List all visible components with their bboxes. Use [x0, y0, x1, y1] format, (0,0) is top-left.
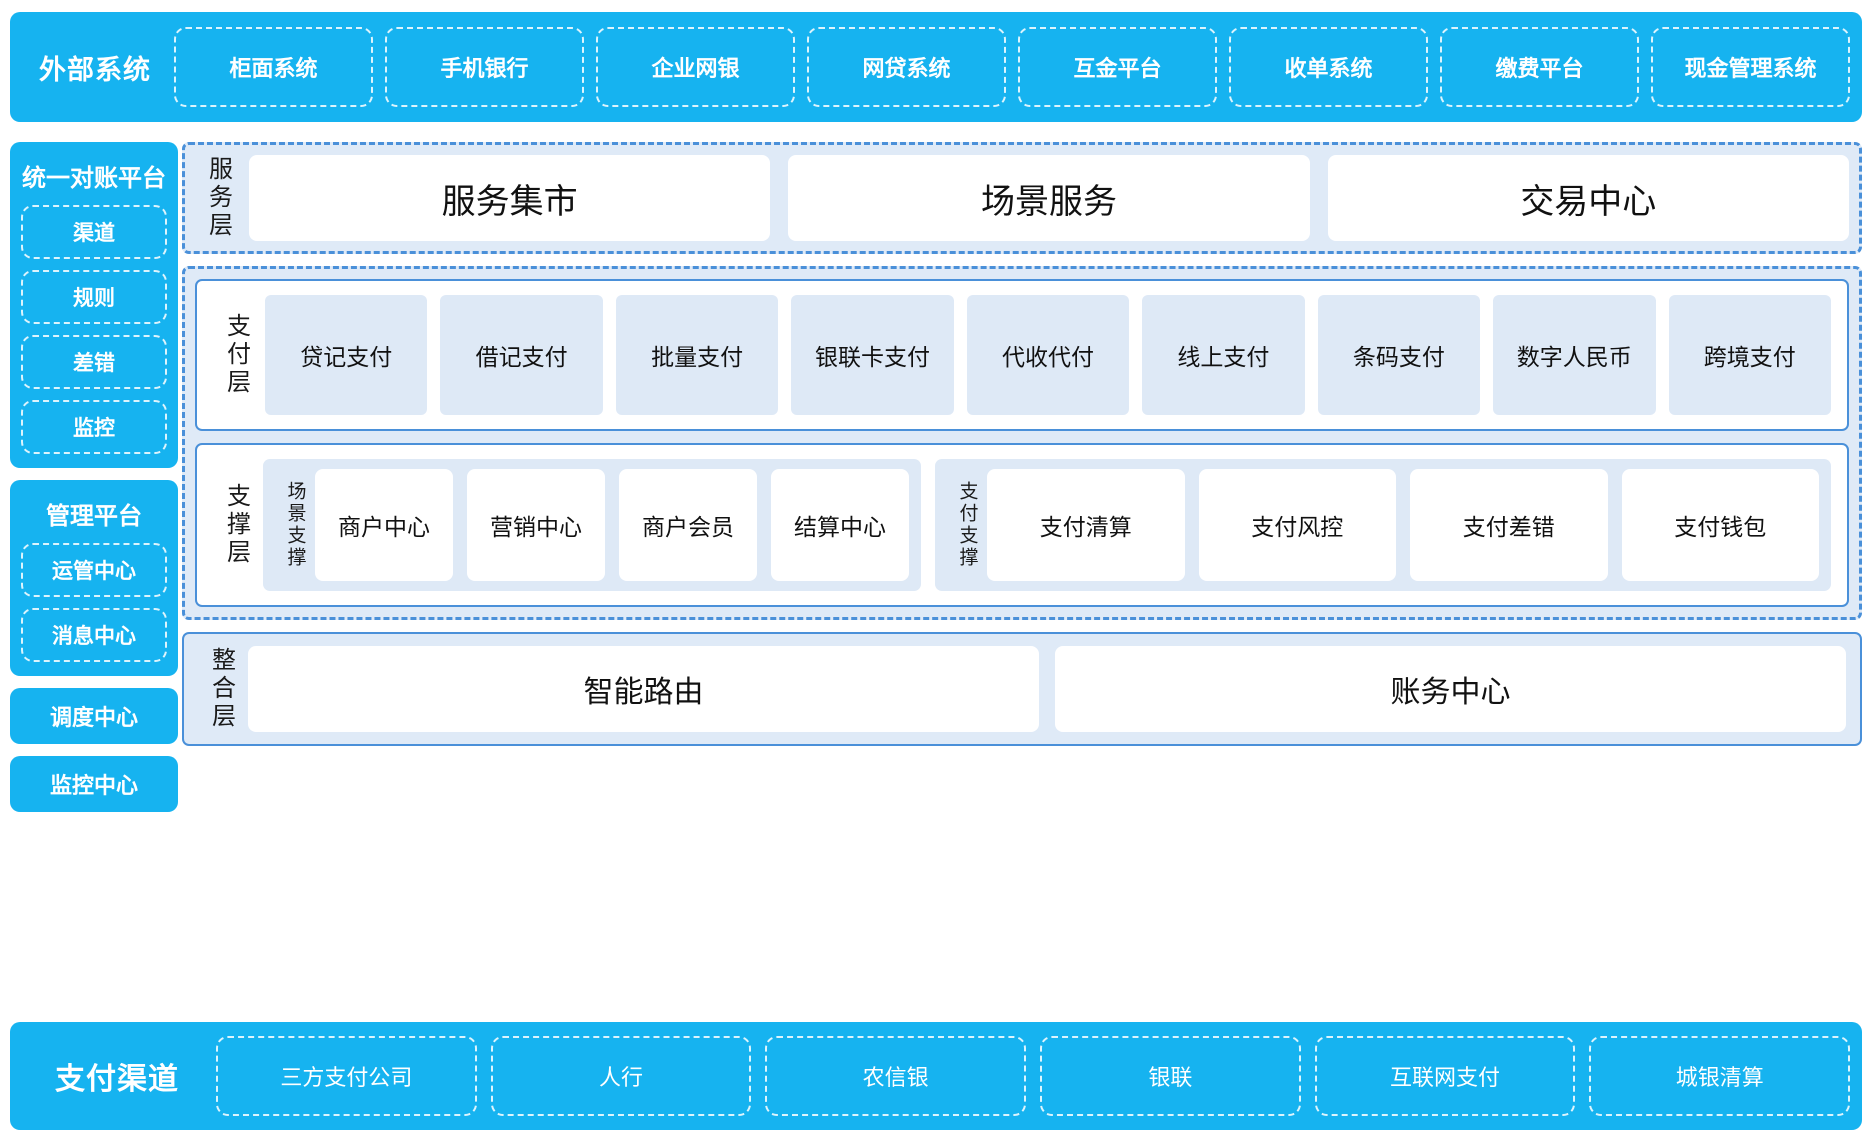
panel-title: 管理平台 [46, 503, 142, 530]
payment-layer-box: 支付层 贷记支付 借记支付 批量支付 银联卡支付 代收代付 线上支付 条码支付 … [195, 279, 1849, 431]
support-layer-label: 支撑层 [222, 483, 250, 567]
panel-management: 管理平台 运管中心 消息中心 [10, 480, 178, 676]
payment-tile-cross-border[interactable]: 跨境支付 [1668, 295, 1831, 415]
payment-tile-batch[interactable]: 批量支付 [615, 295, 779, 415]
integration-layer-label: 整合层 [207, 647, 235, 731]
sidebar-item-message-center[interactable]: 消息中心 [21, 608, 167, 662]
scene-support-label: 场景支撑 [284, 481, 306, 569]
service-card-market[interactable]: 服务集市 [249, 155, 771, 241]
service-card-transaction[interactable]: 交易中心 [1327, 155, 1849, 241]
payment-support-block: 支付支撑 支付清算 支付风控 支付差错 支付钱包 [935, 459, 1831, 591]
sidebar-item-monitoring-center[interactable]: 监控中心 [10, 756, 178, 812]
payment-layer-tiles: 贷记支付 借记支付 批量支付 银联卡支付 代收代付 线上支付 条码支付 数字人民… [265, 295, 1831, 415]
external-systems-title: 外部系统 [39, 54, 151, 85]
support-card-payment-error[interactable]: 支付差错 [1410, 469, 1608, 581]
sidebar-item-rule[interactable]: 规则 [21, 270, 167, 324]
external-systems-bar: 外部系统 柜面系统 手机银行 企业网银 网贷系统 互金平台 收单系统 缴费平台 … [10, 12, 1862, 122]
external-system-item[interactable]: 柜面系统 [174, 27, 373, 107]
platform-layers: 服务层 服务集市 场景服务 交易中心 支付层 贷记支付 借记支付 批量支付 [182, 142, 1862, 746]
support-card-merchant-member[interactable]: 商户会员 [619, 469, 757, 581]
support-card-settlement-center[interactable]: 结算中心 [771, 469, 909, 581]
payment-tile-online[interactable]: 线上支付 [1142, 295, 1305, 415]
scene-support-block: 场景支撑 商户中心 营销中心 商户会员 结算中心 [263, 459, 921, 591]
payment-channels-bar: 支付渠道 三方支付公司 人行 农信银 银联 互联网支付 城银清算 [10, 1022, 1862, 1130]
service-layer-group: 服务层 服务集市 场景服务 交易中心 [182, 142, 1862, 254]
external-system-item[interactable]: 网贷系统 [807, 27, 1006, 107]
payment-layer-label: 支付层 [222, 313, 250, 397]
left-platform-column: 统一对账平台 渠道 规则 差错 监控 管理平台 运管中心 消息中心 调度中心 监… [10, 142, 178, 824]
sidebar-item-operations-center[interactable]: 运管中心 [21, 543, 167, 597]
support-card-payment-clearing[interactable]: 支付清算 [987, 469, 1185, 581]
payment-tile-collection-payment[interactable]: 代收代付 [966, 295, 1130, 415]
payment-support-cards: 支付清算 支付风控 支付差错 支付钱包 [987, 469, 1819, 581]
external-system-item[interactable]: 缴费平台 [1440, 27, 1639, 107]
payment-tile-digital-rmb[interactable]: 数字人民币 [1493, 295, 1656, 415]
payment-tile-unionpay-card[interactable]: 银联卡支付 [791, 295, 954, 415]
integration-layer-row: 整合层 智能路由 账务中心 [198, 646, 1846, 732]
support-layer-box: 支撑层 场景支撑 商户中心 营销中心 商户会员 结算中心 [195, 443, 1849, 607]
channel-item-internet-payment[interactable]: 互联网支付 [1314, 1036, 1576, 1116]
support-card-payment-risk[interactable]: 支付风控 [1198, 469, 1396, 581]
external-system-item[interactable]: 互金平台 [1018, 27, 1217, 107]
external-system-item[interactable]: 收单系统 [1229, 27, 1428, 107]
panel-title: 统一对账平台 [22, 165, 166, 192]
integration-layer-cards: 智能路由 账务中心 [248, 646, 1846, 732]
payment-tile-barcode[interactable]: 条码支付 [1317, 295, 1481, 415]
service-card-scenario[interactable]: 场景服务 [788, 155, 1310, 241]
service-layer-row: 服务层 服务集市 场景服务 交易中心 [195, 155, 1849, 241]
panel-unified-reconciliation: 统一对账平台 渠道 规则 差错 监控 [10, 142, 178, 468]
payment-channels-list: 三方支付公司 人行 农信银 银联 互联网支付 城银清算 [216, 1036, 1851, 1116]
service-layer-cards: 服务集市 场景服务 交易中心 [249, 155, 1849, 241]
sidebar-item-scheduling-center[interactable]: 调度中心 [10, 688, 178, 744]
integration-layer-group: 整合层 智能路由 账务中心 [182, 632, 1862, 746]
support-layer-row: 支撑层 场景支撑 商户中心 营销中心 商户会员 结算中心 [213, 459, 1831, 591]
external-system-item[interactable]: 企业网银 [596, 27, 795, 107]
scene-support-cards: 商户中心 营销中心 商户会员 结算中心 [315, 469, 909, 581]
payment-tile-debit[interactable]: 借记支付 [440, 295, 603, 415]
sidebar-item-error[interactable]: 差错 [21, 335, 167, 389]
support-card-merchant-center[interactable]: 商户中心 [315, 469, 453, 581]
channel-item-unionpay[interactable]: 银联 [1040, 1036, 1301, 1116]
integration-card-accounting-center[interactable]: 账务中心 [1055, 646, 1846, 732]
external-systems-list: 柜面系统 手机银行 企业网银 网贷系统 互金平台 收单系统 缴费平台 现金管理系… [174, 27, 1850, 107]
integration-card-smart-routing[interactable]: 智能路由 [248, 646, 1039, 732]
external-system-item[interactable]: 现金管理系统 [1651, 27, 1850, 107]
sidebar-item-channel[interactable]: 渠道 [21, 205, 167, 259]
payment-channels-title: 支付渠道 [55, 1063, 179, 1096]
payment-support-label: 支付支撑 [956, 481, 978, 569]
channel-item-pboc[interactable]: 人行 [490, 1036, 752, 1116]
sidebar-item-monitor[interactable]: 监控 [21, 400, 167, 454]
external-system-item[interactable]: 手机银行 [385, 27, 584, 107]
channel-item-rural-credit[interactable]: 农信银 [765, 1036, 1027, 1116]
service-layer-label: 服务层 [204, 156, 232, 240]
payment-tile-credit[interactable]: 贷记支付 [265, 295, 428, 415]
support-layer-groups: 场景支撑 商户中心 营销中心 商户会员 结算中心 支付支撑 支付清算 [263, 459, 1831, 591]
support-card-marketing-center[interactable]: 营销中心 [467, 469, 605, 581]
support-card-payment-wallet[interactable]: 支付钱包 [1621, 469, 1819, 581]
channel-item-third-party[interactable]: 三方支付公司 [216, 1036, 477, 1116]
channel-item-city-bank-clearing[interactable]: 城银清算 [1589, 1036, 1851, 1116]
payment-layer-row: 支付层 贷记支付 借记支付 批量支付 银联卡支付 代收代付 线上支付 条码支付 … [213, 295, 1831, 415]
core-payment-group: 支付层 贷记支付 借记支付 批量支付 银联卡支付 代收代付 线上支付 条码支付 … [182, 266, 1862, 620]
